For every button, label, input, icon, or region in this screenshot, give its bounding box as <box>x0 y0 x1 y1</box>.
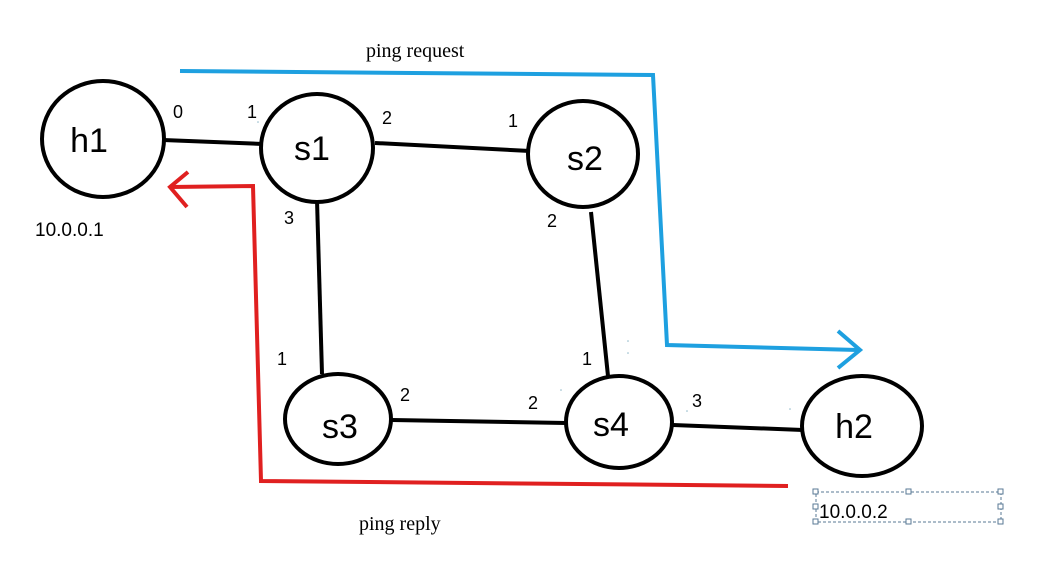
port-label-h1-to-s1: 0 <box>173 102 183 122</box>
link-s3-s4 <box>391 418 567 425</box>
node-s2[interactable]: s2 <box>526 99 640 209</box>
link-s2-s4 <box>589 211 610 377</box>
node-s4-label: s4 <box>593 406 629 444</box>
port-label-s3-to-s4: 2 <box>400 385 410 405</box>
ping-reply-label: ping reply <box>359 513 441 535</box>
link-s4-h2 <box>672 423 804 432</box>
ping-request-label: ping request <box>366 40 465 62</box>
link-s1-s3 <box>315 199 324 375</box>
node-h1[interactable]: h1 <box>40 79 166 199</box>
node-s4[interactable]: s4 <box>564 374 674 470</box>
node-s1[interactable]: s1 <box>259 92 375 204</box>
port-label-s4-to-h2: 3 <box>692 391 702 411</box>
node-s2-label: s2 <box>567 140 603 178</box>
ping-reply-arrow <box>167 170 789 488</box>
port-label-s2-to-s4: 2 <box>547 211 557 231</box>
port-label-s1-to-h1: 1 <box>247 102 257 122</box>
ip-label-h1: 10.0.0.1 <box>35 220 104 241</box>
port-label-s1-to-s2: 2 <box>382 108 392 128</box>
node-h1-label: h1 <box>70 122 108 160</box>
node-s3-label: s3 <box>322 408 358 446</box>
ip-label-h2: 10.0.0.2 <box>819 502 888 523</box>
node-h2-label: h2 <box>835 408 873 446</box>
link-h1-s1 <box>162 138 264 146</box>
node-s1-label: s1 <box>294 130 330 168</box>
port-label-s4-to-s3: 2 <box>528 393 538 413</box>
ip-label-h2-textbox[interactable]: 10.0.0.2 <box>812 488 1004 525</box>
link-s1-s2 <box>374 141 531 153</box>
node-h2[interactable]: h2 <box>800 374 924 478</box>
ping-request-arrow <box>179 69 864 370</box>
node-s3[interactable]: s3 <box>283 372 393 466</box>
port-label-s3-to-s1: 1 <box>277 349 287 369</box>
port-label-s4-to-s2: 1 <box>582 349 592 369</box>
port-label-s2-to-s1: 1 <box>508 111 518 131</box>
port-label-s1-to-s3: 3 <box>284 208 294 228</box>
